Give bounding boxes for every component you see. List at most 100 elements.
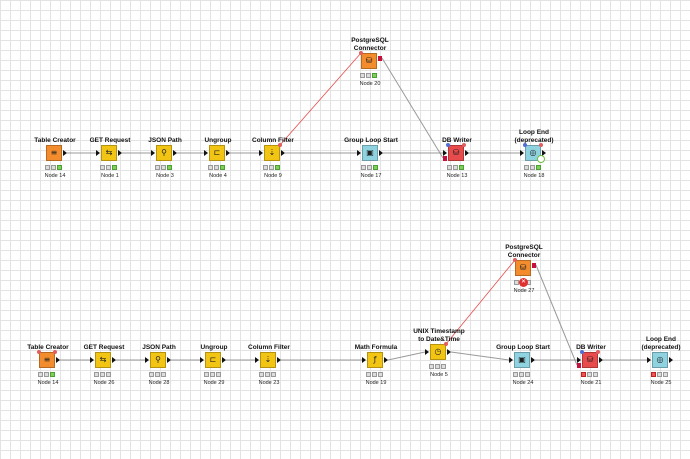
node-body[interactable]: ▣ [514, 352, 530, 368]
flow-variable-port[interactable] [580, 350, 584, 354]
node-body[interactable]: ⇣ [264, 145, 280, 161]
node-w1-json-path[interactable]: JSON Path⚲Node 3 [135, 123, 195, 193]
db-output-port[interactable] [378, 56, 382, 61]
output-port[interactable] [118, 150, 122, 156]
node-w2-json-path[interactable]: JSON Path⚲Node 28 [129, 330, 189, 400]
node-w1-db-writer[interactable]: DB Writer⛁Node 13 [427, 123, 487, 193]
node-w1-column-filter[interactable]: Column Filter⇣Node 9 [243, 123, 303, 193]
input-port[interactable] [200, 357, 204, 363]
output-port[interactable] [384, 357, 388, 363]
input-port[interactable] [647, 357, 651, 363]
flow-variable-port[interactable] [446, 143, 450, 147]
flow-variable-connection[interactable] [279, 52, 362, 146]
flow-variable-port[interactable] [444, 342, 448, 346]
status-light [263, 165, 268, 170]
node-w2-ungroup[interactable]: Ungroup⊏Node 29 [184, 330, 244, 400]
input-port[interactable] [577, 357, 581, 363]
output-port[interactable] [167, 357, 171, 363]
node-w1-postgresql-connector[interactable]: PostgreSQL Connector⛁Node 20 [340, 31, 400, 101]
flow-variable-port[interactable] [513, 258, 517, 262]
input-port[interactable] [204, 150, 208, 156]
node-w2-loop-end[interactable]: Loop End (deprecated)◎Node 25 [631, 330, 690, 400]
input-port[interactable] [259, 150, 263, 156]
output-port[interactable] [599, 357, 603, 363]
data-connection[interactable] [535, 264, 578, 366]
node-w1-group-loop-start[interactable]: Group Loop Start▣Node 17 [341, 123, 401, 193]
node-w2-table-creator[interactable]: Table Creator≡Node 14 [18, 330, 78, 400]
flow-variable-port[interactable] [37, 350, 41, 354]
data-connection[interactable] [381, 57, 444, 159]
node-w2-postgresql-connector[interactable]: PostgreSQL Connector⛁✕Node 27 [494, 238, 554, 308]
node-w2-get-request[interactable]: GET Request⇆Node 26 [74, 330, 134, 400]
db-input-port[interactable] [443, 156, 447, 161]
output-port[interactable] [542, 150, 546, 156]
node-body[interactable]: ◷ [430, 344, 446, 360]
node-body[interactable]: ⇆ [95, 352, 111, 368]
input-port[interactable] [145, 357, 149, 363]
node-w1-ungroup[interactable]: Ungroup⊏Node 4 [188, 123, 248, 193]
db-input-port[interactable] [577, 363, 581, 368]
node-body[interactable]: ⊏ [205, 352, 221, 368]
node-body[interactable]: ⛁ [361, 53, 377, 69]
db-output-port[interactable] [532, 263, 536, 268]
input-port[interactable] [509, 357, 513, 363]
output-port[interactable] [63, 150, 67, 156]
input-port[interactable] [90, 357, 94, 363]
data-connection[interactable] [450, 351, 510, 361]
output-port[interactable] [277, 357, 281, 363]
node-body[interactable]: ⛁ [515, 260, 531, 276]
node-body[interactable]: ⚲ [156, 145, 172, 161]
flow-variable-port[interactable] [359, 51, 363, 55]
node-body[interactable]: ≡ [46, 145, 62, 161]
output-port[interactable] [465, 150, 469, 156]
output-port[interactable] [56, 357, 60, 363]
node-w2-db-writer[interactable]: DB Writer⛁Node 21 [561, 330, 621, 400]
node-w1-get-request[interactable]: GET Request⇆Node 1 [80, 123, 140, 193]
output-port[interactable] [447, 349, 451, 355]
node-body[interactable]: ≡ [39, 352, 55, 368]
input-port[interactable] [443, 150, 447, 156]
flow-variable-port[interactable] [53, 350, 57, 354]
node-body[interactable]: ƒ [367, 352, 383, 368]
json-path-icon: ⚲ [155, 355, 161, 364]
node-w2-column-filter[interactable]: Column Filter⇣Node 23 [239, 330, 299, 400]
output-port[interactable] [226, 150, 230, 156]
flow-variable-port[interactable] [462, 143, 466, 147]
flow-variable-connection[interactable] [445, 259, 516, 345]
node-status-traffic-light [204, 372, 224, 378]
output-port[interactable] [531, 357, 535, 363]
output-port[interactable] [222, 357, 226, 363]
input-port[interactable] [357, 150, 361, 156]
output-port[interactable] [281, 150, 285, 156]
node-w1-table-creator[interactable]: Table Creator≡Node 14 [25, 123, 85, 193]
output-port[interactable] [379, 150, 383, 156]
input-port[interactable] [151, 150, 155, 156]
node-body[interactable]: ⛁ [582, 352, 598, 368]
node-body[interactable]: ⚲ [150, 352, 166, 368]
flow-variable-port[interactable] [539, 143, 543, 147]
data-connection[interactable] [387, 351, 426, 361]
input-port[interactable] [520, 150, 524, 156]
node-w1-loop-end[interactable]: Loop End (deprecated)◎Node 18 [504, 123, 564, 193]
status-light [259, 372, 264, 377]
node-body[interactable]: ⊏ [209, 145, 225, 161]
output-port[interactable] [669, 357, 673, 363]
node-body[interactable]: ⇣ [260, 352, 276, 368]
flow-variable-port[interactable] [596, 350, 600, 354]
node-body[interactable]: ◎ [652, 352, 668, 368]
output-port[interactable] [112, 357, 116, 363]
input-port[interactable] [425, 349, 429, 355]
node-w2-unix-timestamp[interactable]: UNIX Timestamp to Date&Time◷Node 5 [409, 322, 469, 392]
input-port[interactable] [96, 150, 100, 156]
flow-variable-port[interactable] [278, 143, 282, 147]
input-port[interactable] [255, 357, 259, 363]
node-body[interactable]: ⛁ [448, 145, 464, 161]
input-port[interactable] [362, 357, 366, 363]
output-port[interactable] [173, 150, 177, 156]
node-body[interactable]: ▣ [362, 145, 378, 161]
node-w2-group-loop-start[interactable]: Group Loop Start▣Node 24 [493, 330, 553, 400]
flow-variable-port[interactable] [523, 143, 527, 147]
node-body[interactable]: ⇆ [101, 145, 117, 161]
